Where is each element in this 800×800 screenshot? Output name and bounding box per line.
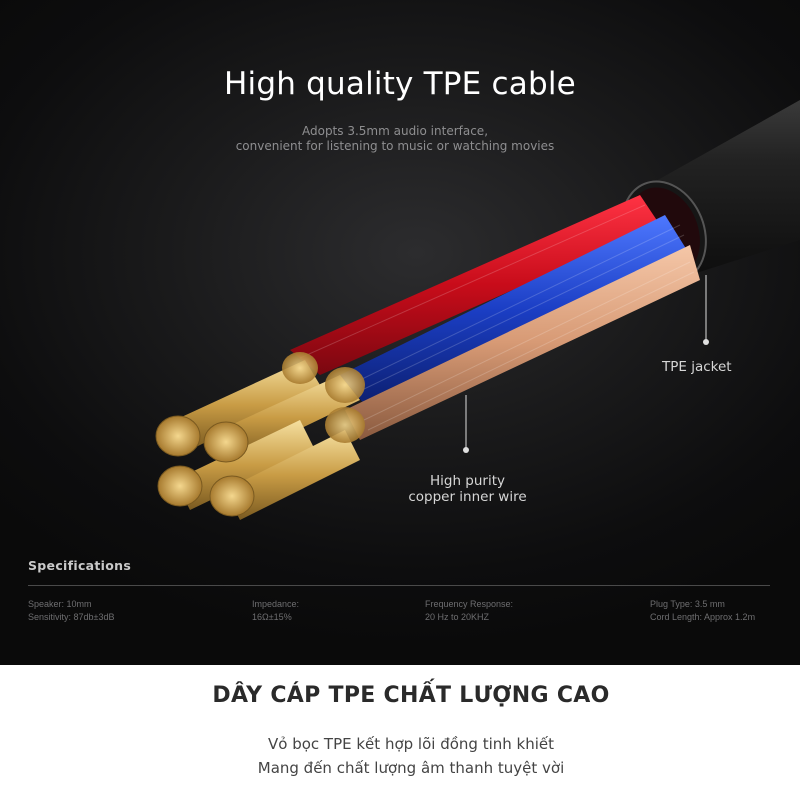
- spec-column-frequency: Frequency Response: 20 Hz to 20KHZ: [425, 598, 513, 624]
- cable-illustration: [155, 100, 800, 520]
- spec-frequency-value: 20 Hz to 20KHZ: [425, 612, 490, 622]
- inner-wires: [290, 195, 700, 440]
- spec-impedance-label: Impedance:: [252, 599, 300, 609]
- spec-plug-type: Plug Type: 3.5 mm: [650, 599, 725, 609]
- footer-line1: Vỏ bọc TPE kết hợp lõi đồng tinh khiết: [268, 735, 554, 753]
- spec-column-speaker: Speaker: 10mm Sensitivity: 87db±3dB: [28, 598, 115, 624]
- spec-impedance-value: 16Ω±15%: [252, 612, 292, 622]
- copper-wire-label-line1: High purity: [429, 473, 506, 489]
- hero-title: High quality TPE cable: [224, 66, 576, 102]
- spec-column-impedance: Impedance: 16Ω±15%: [252, 598, 299, 624]
- hero-panel: High quality TPE cable Adopts 3.5mm audi…: [0, 0, 800, 665]
- copper-wire-label-line2: copper inner wire: [408, 489, 527, 505]
- footer-line2: Mang đến chất lượng âm thanh tuyệt vời: [257, 759, 565, 777]
- spec-column-plug: Plug Type: 3.5 mm Cord Length: Approx 1.…: [650, 598, 755, 624]
- gold-strands: [155, 352, 365, 520]
- specifications-heading: Specifications: [28, 558, 132, 573]
- hero-subtitle-line2: convenient for listening to music or wat…: [235, 139, 555, 153]
- specifications-divider: [28, 585, 770, 586]
- hero-subtitle-line1: Adopts 3.5mm audio interface,: [301, 124, 489, 138]
- copper-callout-dot: [463, 447, 469, 453]
- spec-frequency-label: Frequency Response:: [425, 599, 514, 609]
- spec-cord-length: Cord Length: Approx 1.2m: [650, 612, 756, 622]
- callout-lines: [465, 275, 707, 448]
- spec-sensitivity: Sensitivity: 87db±3dB: [28, 612, 115, 622]
- footer-title: DÂY CÁP TPE CHẤT LƯỢNG CAO: [212, 683, 610, 708]
- jacket-callout-dot: [703, 339, 709, 345]
- tpe-jacket-label: TPE jacket: [662, 359, 732, 375]
- spec-speaker: Speaker: 10mm: [28, 599, 92, 609]
